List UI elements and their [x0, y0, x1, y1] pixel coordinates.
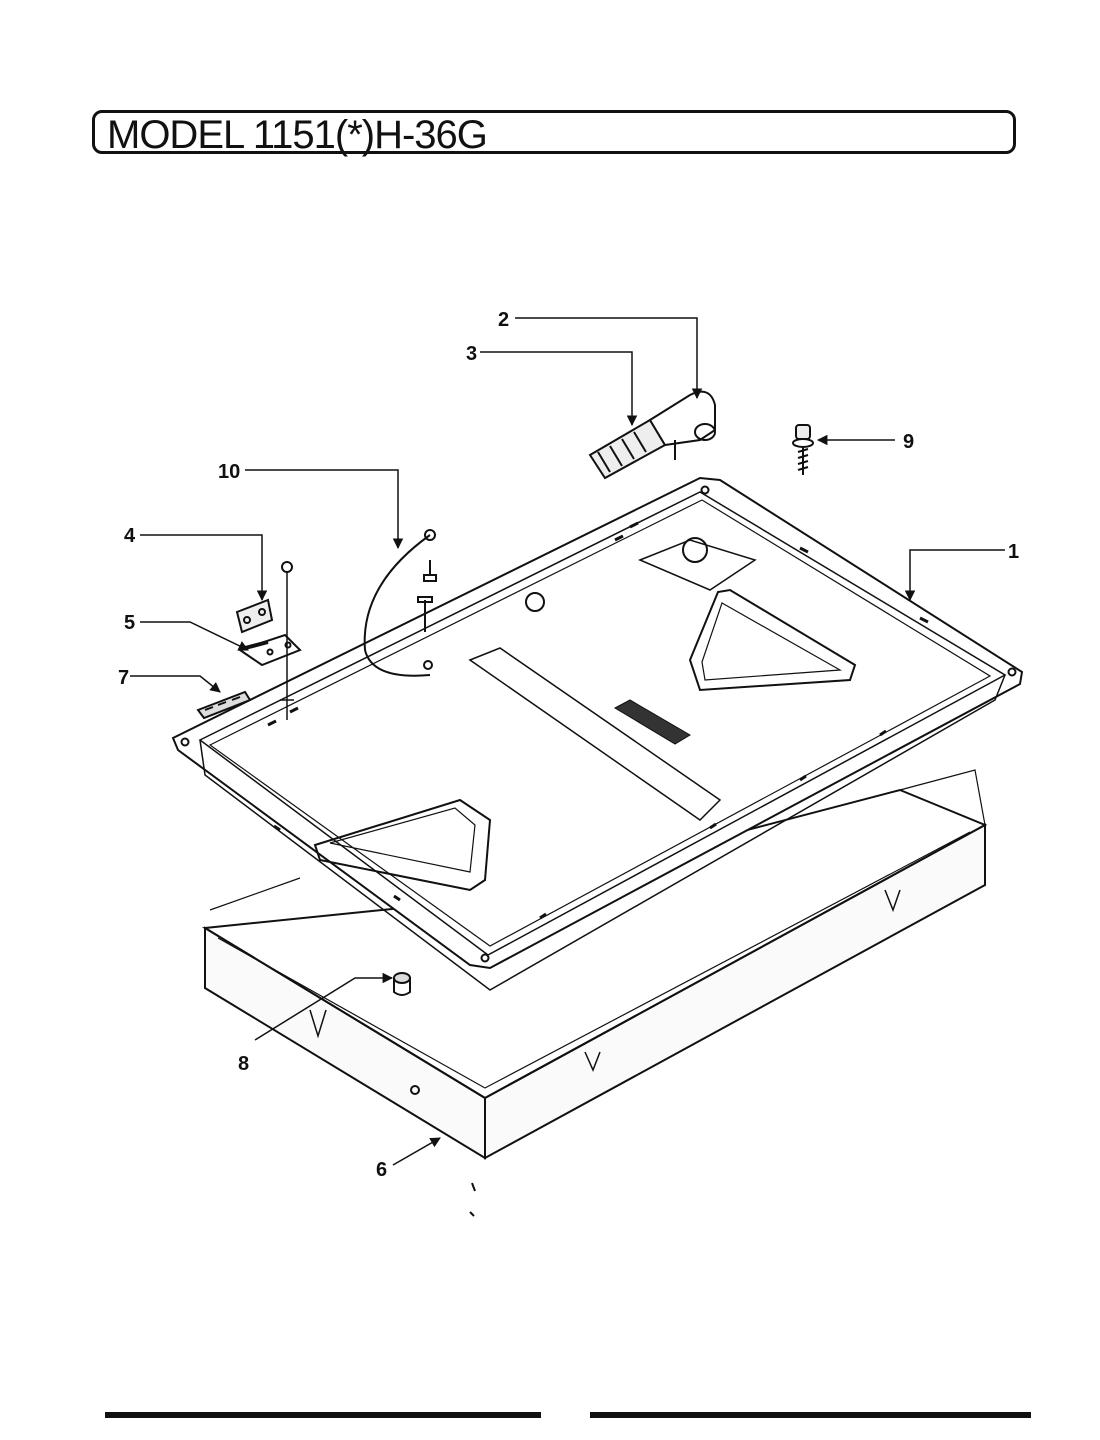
- part-6-burner-box: [201, 769, 988, 1160]
- model-title: MODEL 1151(*)H-36G: [107, 113, 488, 157]
- callout-8: 8: [238, 1053, 249, 1075]
- callout-6: 6: [376, 1159, 387, 1181]
- callout-5: 5: [124, 612, 135, 634]
- part-1-cooktop: [171, 476, 1024, 991]
- callout-1: 1: [1008, 541, 1019, 563]
- footer-rule-right: [590, 1412, 1031, 1418]
- footer-rule-left: [105, 1412, 541, 1418]
- callout-2: 2: [498, 309, 509, 331]
- part-9-screw: [792, 424, 814, 475]
- callout-9: 9: [903, 431, 914, 453]
- callout-labels: 1 2 3 4 5 6 7 8 9 10: [118, 309, 1019, 1181]
- part-2-3-elbow-and-spring: [588, 390, 716, 480]
- callout-10: 10: [218, 461, 240, 483]
- part-10-wire-harness: [363, 529, 437, 677]
- callout-3: 3: [466, 343, 477, 365]
- part-8-grommet: [393, 972, 411, 996]
- callout-7: 7: [118, 667, 129, 689]
- callout-4: 4: [124, 525, 136, 547]
- leader-lines: [130, 317, 1005, 1166]
- scan-marks: [469, 1182, 476, 1217]
- model-title-box: MODEL 1151(*)H-36G: [92, 110, 1016, 157]
